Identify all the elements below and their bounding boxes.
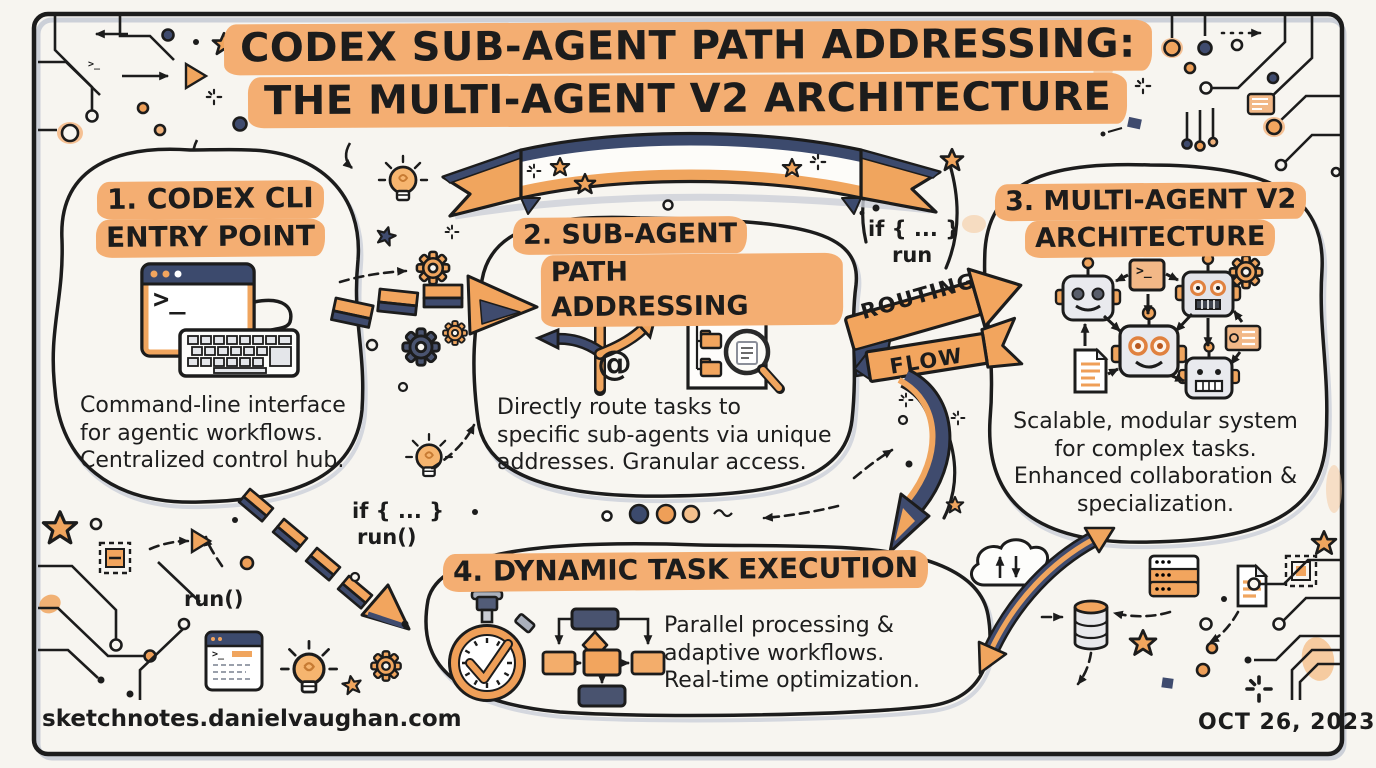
section-1-body: Command-line interface for agentic workf…	[80, 392, 380, 475]
body-line: for agentic workflows.	[80, 420, 323, 446]
keyboard-icon	[178, 328, 300, 378]
at-symbol: @	[597, 344, 632, 384]
section-2-heading: 2. SUB-AGENT PATH ADDRESSING	[503, 215, 844, 328]
segmented-arrow-right	[330, 274, 539, 336]
heading-highlight: 4. DYNAMIC TASK EXECUTION	[442, 549, 929, 593]
server-icon	[1148, 554, 1200, 598]
outer-border	[31, 11, 1347, 761]
mini-terminal-window-icon	[204, 630, 264, 692]
section-4-heading: 4. DYNAMIC TASK EXECUTION	[442, 549, 929, 593]
circuit-doodles-bottom-right	[1161, 558, 1342, 700]
lightbulb-icon	[404, 432, 454, 478]
code-snippet-top: if { ... } run	[868, 216, 960, 268]
circuit-doodles-top-left	[38, 16, 353, 172]
section-4-body: Parallel processing & adaptive workflows…	[664, 612, 934, 695]
section-2-body: Directly route tasks to specific sub-age…	[497, 394, 867, 477]
chip-icon	[1284, 554, 1318, 588]
dashed-arrows	[148, 267, 1240, 686]
page-title: CODEX SUB-AGENT PATH ADDRESSING: THE MUL…	[0, 19, 1376, 130]
body-line: Parallel processing &	[664, 613, 894, 638]
footer-date: OCT 26, 2023	[1198, 710, 1376, 735]
body-line: adaptive workflows.	[664, 640, 885, 666]
big-curved-arrow-down	[888, 368, 952, 554]
heading-highlight: 1. CODEX CLI	[96, 180, 324, 221]
code-line: run	[892, 243, 933, 267]
footer-site-url: sketchnotes.danielvaughan.com	[42, 706, 462, 732]
code-line: if { ... }	[868, 217, 961, 241]
scatter-dots	[349, 204, 913, 628]
lightbulb-icon	[279, 639, 339, 694]
heading-highlight: 2. SUB-AGENT	[512, 215, 748, 256]
flowchart-icon	[541, 607, 666, 708]
title-line-1: CODEX SUB-AGENT PATH ADDRESSING:	[0, 19, 1376, 76]
section-1-heading: 1. CODEX CLI ENTRY POINT	[70, 180, 350, 259]
robot-icon	[1177, 341, 1241, 400]
robot-icon	[1054, 256, 1122, 322]
gear-icon	[364, 644, 408, 688]
section-3-heading: 3. MULTI-AGENT V2 ARCHITECTURE	[988, 181, 1313, 259]
heading-highlight: 3. MULTI-AGENT V2	[994, 181, 1307, 222]
terminal-chip-icon	[1128, 258, 1166, 292]
terminal-prompt: >_	[88, 59, 101, 70]
body-line: specialization.	[1076, 491, 1235, 517]
heading-highlight: PATH ADDRESSING	[540, 252, 844, 328]
circuit-doodles-bottom-left	[38, 517, 255, 700]
body-line: for complex tasks.	[1054, 436, 1257, 462]
magnifier-icon	[723, 328, 785, 394]
lightbulb-icon	[377, 154, 429, 202]
title-highlight: THE MULTI-AGENT V2 ARCHITECTURE	[248, 73, 1128, 130]
title-highlight: CODEX SUB-AGENT PATH ADDRESSING:	[224, 19, 1152, 76]
heading-highlight: ENTRY POINT	[95, 218, 325, 259]
task-card-icon	[1224, 324, 1262, 352]
database-icon	[1073, 599, 1109, 651]
body-line: Command-line interface	[80, 393, 346, 418]
multi-agent-network	[1054, 247, 1271, 400]
dots-row	[601, 503, 733, 525]
body-line: addresses. Granular access.	[497, 450, 807, 475]
terminal-prompt: >_	[1136, 264, 1152, 279]
body-line: Scalable, modular system	[1013, 409, 1298, 434]
code-line: if { ... }	[352, 499, 445, 523]
body-line: Centralized control hub.	[80, 448, 345, 473]
robot-icon	[1174, 252, 1242, 318]
code-line: run()	[357, 525, 417, 549]
body-line: specific sub-agents via unique	[497, 422, 832, 448]
document-icon	[1073, 347, 1109, 394]
heading-highlight: ARCHITECTURE	[1025, 219, 1276, 259]
double-headed-arrow	[977, 526, 1116, 675]
flow-ribbon	[853, 316, 1024, 383]
terminal-prompt: >_	[212, 649, 225, 660]
title-line-2: THE MULTI-AGENT V2 ARCHITECTURE	[0, 73, 1376, 130]
ribbon-banner	[441, 131, 942, 220]
terminal-prompt: >_	[153, 284, 186, 315]
code-snippet-bottom-left: run()	[184, 587, 244, 611]
body-line: Real-time optimization.	[664, 668, 920, 693]
circuit-doodles-top-right	[1100, 16, 1342, 178]
section-3-body: Scalable, modular system for complex tas…	[993, 408, 1318, 518]
robot-icon	[1110, 305, 1188, 378]
stopwatch-icon	[448, 589, 536, 702]
body-line: Directly route tasks to	[497, 395, 741, 420]
body-line: Enhanced collaboration &	[1013, 464, 1298, 489]
dashed-striped-arrow-down	[237, 487, 411, 631]
code-snippet-middle: if { ... } run()	[352, 498, 444, 550]
routing-arrow-banner	[844, 267, 1023, 364]
